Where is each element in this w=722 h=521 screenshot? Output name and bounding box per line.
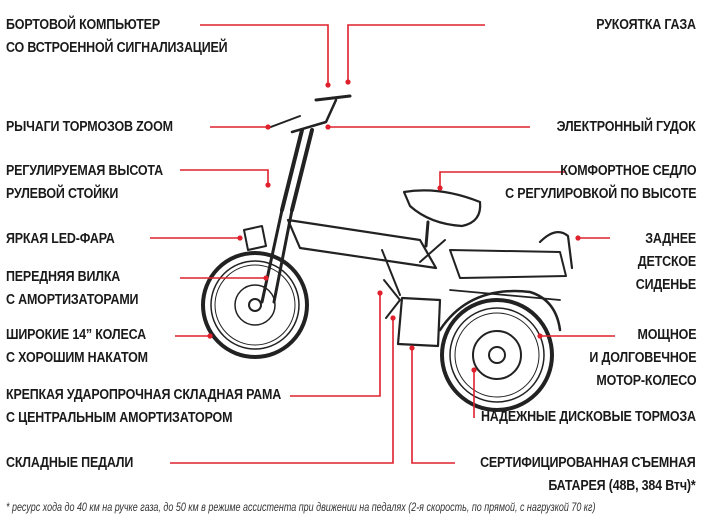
leader-child-seat-dot xyxy=(575,235,581,241)
headlight xyxy=(243,225,267,251)
label-folding-frame: КРЕПКАЯ УДАРОПРОЧНАЯ СКЛАДНАЯ РАМА С ЦЕН… xyxy=(6,387,282,426)
leader-disc-brakes-dot xyxy=(471,367,477,373)
leader-pedals xyxy=(170,318,394,464)
leader-headlight-dot xyxy=(237,235,243,241)
leader-battery xyxy=(411,348,455,464)
rear-wheel xyxy=(440,298,554,412)
leader-stem-dot xyxy=(265,182,271,188)
label-folding-pedals: СКЛАДНЫЕ ПЕДАЛИ xyxy=(6,455,134,471)
leader-saddle-dot xyxy=(437,185,443,191)
label-throttle: РУКОЯТКА ГАЗА xyxy=(596,17,696,33)
label-onboard-computer: БОРТОВОЙ КОМПЬЮТЕР СО ВСТРОЕННОЙ СИГНАЛИ… xyxy=(6,17,228,56)
leader-throttle xyxy=(347,24,485,82)
label-electronic-horn: ЭЛЕКТРОННЫЙ ГУДОК xyxy=(557,119,696,135)
leader-frame xyxy=(290,293,381,397)
frame xyxy=(286,218,446,296)
label-front-fork: ПЕРЕДНЯЯ ВИЛКА С АМОРТИЗАТОРАМИ xyxy=(6,269,139,308)
leader-pedals-dot xyxy=(390,315,396,321)
leader-wheels-dot xyxy=(207,333,213,339)
label-comfort-saddle: КОМФОРТНОЕ СЕДЛО С РЕГУЛИРОВКОЙ ПО ВЫСОТ… xyxy=(504,163,696,202)
rear-fender xyxy=(438,289,562,332)
leader-motor-dot xyxy=(537,333,543,339)
label-wide-wheels: ШИРОКИЕ 14” КОЛЕСА С ХОРОШИМ НАКАТОМ xyxy=(6,327,148,366)
label-motor-wheel: МОЩНОЕ И ДОЛГОВЕЧНОЕ МОТОР-КОЛЕСО xyxy=(589,327,696,389)
leader-lines xyxy=(150,24,615,464)
label-adjustable-stem: РЕГУЛИРУЕМАЯ ВЫСОТА РУЛЕВОЙ СТОЙКИ xyxy=(6,163,163,202)
leader-computer xyxy=(200,24,329,85)
leader-horn-dot xyxy=(325,124,331,130)
leader-brake-levers-dot xyxy=(265,124,271,130)
leader-frame-dot xyxy=(377,290,383,296)
fork-and-stem xyxy=(260,94,352,304)
leader-fork-dot xyxy=(263,275,269,281)
leader-stem xyxy=(180,169,269,185)
label-brake-levers: РЫЧАГИ ТОРМОЗОВ ZOOM xyxy=(6,119,173,135)
pedal xyxy=(383,279,401,319)
rack-and-child-seat xyxy=(449,231,574,301)
label-led-headlight: ЯРКАЯ LED-ФАРА xyxy=(6,231,115,247)
leader-throttle-dot xyxy=(345,79,351,85)
footnote: * ресурс хода до 40 км на ручке газа, до… xyxy=(6,502,596,514)
label-removable-battery: СЕРТИФИЦИРОВАННАЯ СЪЕМНАЯ БАТАРЕЯ (48В, … xyxy=(480,455,697,494)
leader-battery-dot xyxy=(409,345,415,351)
label-rear-child-seat: ЗАДНЕЕ ДЕТСКОЕ СИДЕНЬЕ xyxy=(635,231,696,293)
label-disc-brakes: НАДЕЖНЫЕ ДИСКОВЫЕ ТОРМОЗА xyxy=(481,409,696,425)
battery xyxy=(396,296,442,348)
leader-computer-dot xyxy=(325,82,331,88)
leader-saddle xyxy=(439,171,565,188)
saddle xyxy=(402,189,482,248)
front-wheel xyxy=(201,251,309,359)
